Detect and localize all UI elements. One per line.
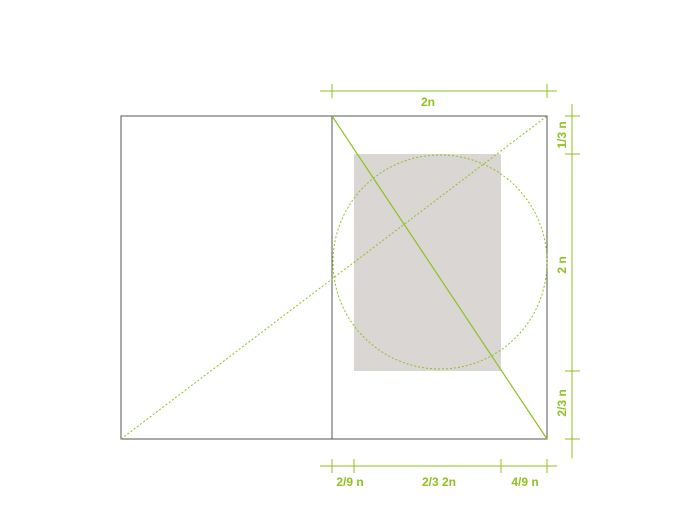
right-bottom-label: 2/3 n	[555, 389, 569, 416]
bottom-middle-label: 2/3 2n	[422, 475, 456, 489]
bottom-dimension	[320, 459, 557, 473]
construction-circle	[332, 154, 548, 370]
right-middle-label: 2 n	[555, 256, 569, 273]
left-page	[120, 115, 333, 440]
page-diagonal	[331, 115, 548, 440]
top-width-label: 2n	[421, 95, 435, 109]
spread-diagonal	[120, 115, 548, 440]
top-dimension	[320, 84, 557, 98]
text-block	[354, 154, 501, 371]
bottom-right-label: 4/9 n	[511, 475, 538, 489]
right-page	[331, 115, 548, 440]
bottom-left-label: 2/9 n	[336, 475, 363, 489]
right-dimension	[565, 104, 580, 458]
right-top-label: 1/3 n	[555, 121, 569, 148]
